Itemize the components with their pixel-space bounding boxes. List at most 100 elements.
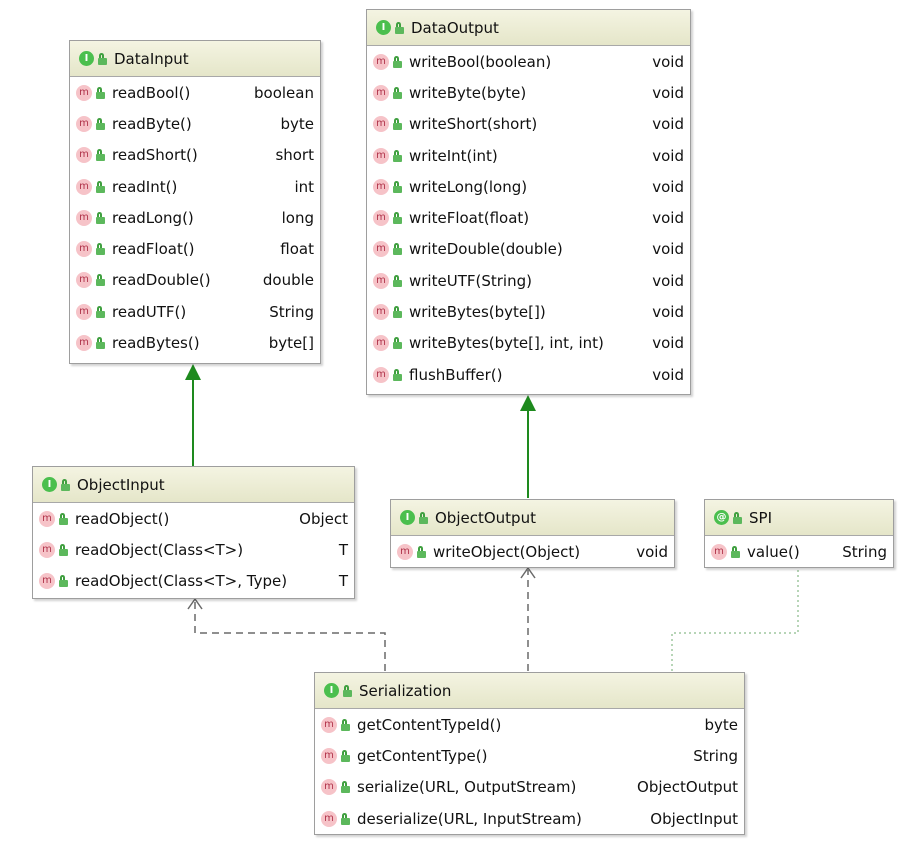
method-return-type: T xyxy=(338,540,348,559)
public-visibility-icon xyxy=(96,149,106,162)
method-icon: m xyxy=(373,53,389,70)
method-return-type: void xyxy=(652,303,684,322)
method-icon: m xyxy=(76,147,92,164)
method-name: readFloat() xyxy=(112,240,195,259)
public-visibility-icon xyxy=(96,211,106,224)
method-icon: m xyxy=(76,209,92,226)
method-icon: m xyxy=(373,116,389,133)
method-name: readObject() xyxy=(75,509,170,528)
interface-icon: I xyxy=(42,477,57,492)
method-name: writeBytes(byte[], int, int) xyxy=(409,334,604,353)
public-visibility-icon xyxy=(393,243,403,256)
method-return-type: void xyxy=(652,209,684,228)
method-name: readObject(Class<T>) xyxy=(75,540,244,559)
method-return-type: String xyxy=(269,302,314,321)
method-return-type: ObjectInput xyxy=(650,809,738,828)
method-icon: m xyxy=(39,541,55,558)
method-icon: m xyxy=(321,716,337,733)
method-name: deserialize(URL, InputStream) xyxy=(357,809,582,828)
method-icon: m xyxy=(39,510,55,527)
method-return-type: Object xyxy=(299,509,348,528)
method-icon: m xyxy=(373,178,389,195)
method-name: value() xyxy=(747,542,800,561)
method-name: serialize(URL, OutputStream) xyxy=(357,778,577,797)
method-name: readByte() xyxy=(112,114,192,133)
method-icon: m xyxy=(76,178,92,195)
dataoutput-header: I DataOutput xyxy=(367,10,690,46)
method-return-type: void xyxy=(652,146,684,165)
method-return-type: ObjectOutput xyxy=(637,778,738,797)
method-return-type: byte xyxy=(280,114,314,133)
method-icon: m xyxy=(76,115,92,132)
public-visibility-icon xyxy=(393,55,403,68)
method-icon: m xyxy=(373,84,389,101)
method-icon: m xyxy=(321,810,337,827)
public-visibility-icon xyxy=(393,149,403,162)
objectoutput-title: ObjectOutput xyxy=(435,508,536,527)
interface-icon: I xyxy=(79,51,94,66)
objectinput-method-row[interactable]: m readObject(Class<T>) T xyxy=(33,534,354,565)
method-icon: m xyxy=(373,147,389,164)
serialization-title: Serialization xyxy=(359,681,452,700)
public-visibility-icon xyxy=(59,543,69,556)
public-visibility-icon xyxy=(96,305,106,318)
public-visibility-icon xyxy=(61,478,71,491)
method-name: writeBytes(byte[]) xyxy=(409,303,546,322)
method-icon: m xyxy=(76,84,92,101)
datainput-method-row[interactable]: m readByte() byte xyxy=(70,108,320,139)
method-return-type: void xyxy=(636,542,668,561)
interface-icon: I xyxy=(400,510,415,525)
public-visibility-icon xyxy=(733,511,743,524)
public-visibility-icon xyxy=(393,337,403,350)
public-visibility-icon xyxy=(59,512,69,525)
public-visibility-icon xyxy=(393,212,403,225)
method-icon: m xyxy=(321,747,337,764)
serialization-method-row[interactable]: m deserialize(URL, InputStream) ObjectInpu… xyxy=(315,803,744,834)
method-return-type: void xyxy=(652,177,684,196)
method-return-type: T xyxy=(338,572,348,591)
method-icon: m xyxy=(373,335,389,352)
public-visibility-icon xyxy=(59,575,69,588)
public-visibility-icon xyxy=(341,718,351,731)
method-name: readDouble() xyxy=(112,271,211,290)
public-visibility-icon xyxy=(417,545,427,558)
method-name: writeByte(byte) xyxy=(409,83,527,102)
objectinput-method-row[interactable]: m readObject() Object xyxy=(33,503,354,534)
method-icon: m xyxy=(397,543,413,560)
dataoutput-title: DataOutput xyxy=(411,18,499,37)
method-return-type: String xyxy=(693,746,738,765)
interface-icon: I xyxy=(376,20,391,35)
